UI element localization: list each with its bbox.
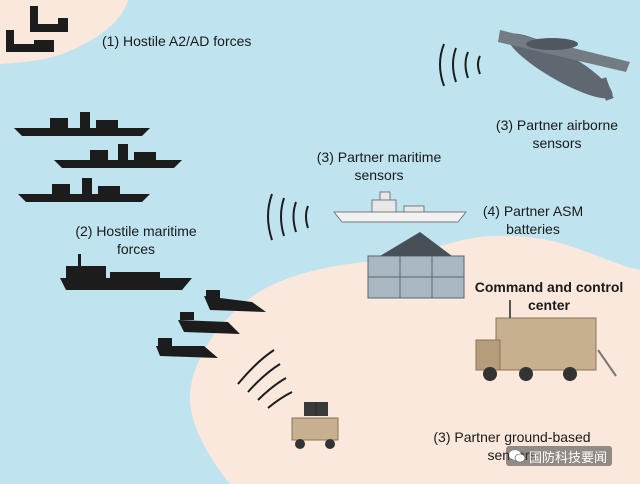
ground-emission-arcs xyxy=(237,349,293,409)
label-hostile-maritime-line1: (2) Hostile maritime xyxy=(75,223,197,239)
label-partner-ground-line1: (3) Partner ground-based xyxy=(433,429,591,445)
hostile-warship-3 xyxy=(18,178,150,202)
wechat-icon xyxy=(509,450,525,463)
hostile-cargo-ship xyxy=(60,254,192,290)
label-hostile-maritime: (2) Hostile maritime forces xyxy=(56,222,216,258)
label-partner-airborne-line1: (3) Partner airborne xyxy=(495,117,619,133)
label-partner-asm: (4) Partner ASM batteries xyxy=(466,202,600,238)
label-partner-airborne-line2: sensors xyxy=(532,135,582,151)
label-partner-asm-line2: batteries xyxy=(506,221,560,237)
hostile-warship-2 xyxy=(54,144,182,168)
partner-frigate xyxy=(332,191,468,223)
label-partner-maritime-line1: (3) Partner maritime xyxy=(316,149,442,165)
label-hostile-a2ad: (1) Hostile A2/AD forces xyxy=(102,33,252,49)
label-partner-airborne: (3) Partner airborne sensors xyxy=(472,116,640,152)
watermark: 国防科技要闻 xyxy=(506,446,613,466)
maritime-emission-arcs xyxy=(267,193,309,241)
airborne-emission-arcs xyxy=(439,43,481,87)
label-partner-maritime-line2: sensors xyxy=(354,167,404,183)
label-command-control-line2: center xyxy=(527,297,571,313)
watermark-text: 国防科技要闻 xyxy=(529,449,608,465)
label-command-control-line1: Command and control xyxy=(474,279,624,295)
command-control-truck xyxy=(475,300,617,381)
label-partner-maritime: (3) Partner maritime sensors xyxy=(296,148,462,184)
asm-battery-launcher xyxy=(367,232,465,299)
label-command-control: Command and control center xyxy=(464,278,634,314)
label-partner-asm-line1: (4) Partner ASM xyxy=(482,203,584,219)
hostile-patrol-boats xyxy=(156,290,266,358)
ground-radar-vehicle xyxy=(291,402,339,449)
hostile-warship-1 xyxy=(14,112,150,136)
label-hostile-maritime-line2: forces xyxy=(116,241,156,257)
airborne-sensor-aircraft xyxy=(498,30,630,101)
a2ad-launchers xyxy=(6,6,68,52)
